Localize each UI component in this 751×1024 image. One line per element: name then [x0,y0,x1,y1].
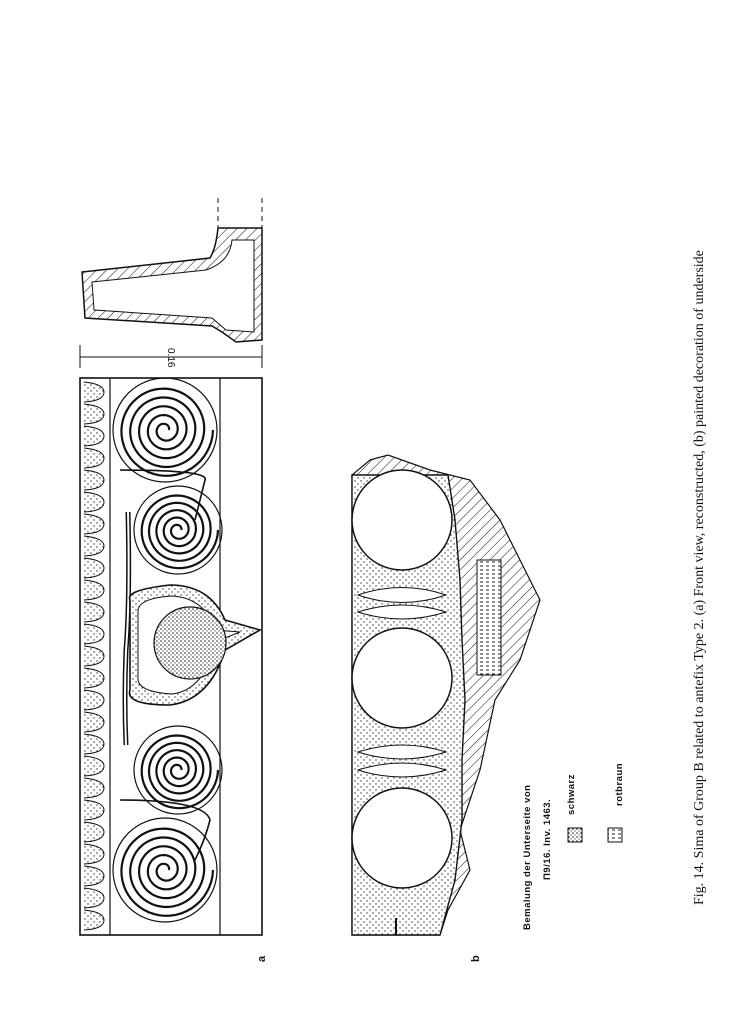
spiral-outline [112,817,218,923]
egg-motif [83,909,105,931]
egg-motif [83,513,105,535]
legend-line2: Π9/16. Inv. 1463. [542,798,553,880]
egg-motif [83,425,105,447]
egg-motif [83,755,105,777]
egg-motif [83,799,105,821]
egg-motif [83,623,105,645]
swatch-rotbraun [607,827,623,843]
legend-rotbraun-label: rotbraun [614,762,625,806]
spiral-volute [120,387,215,477]
swatch-schwarz [567,827,583,843]
egg-motif [83,821,105,843]
egg-motif [83,843,105,865]
egg-motif [83,447,105,469]
egg-motif [83,381,105,403]
underside-painting [351,454,541,936]
spiral-outline [133,725,223,815]
panel-b-label: b [470,955,482,962]
panel-a-label: a [256,955,268,962]
egg-motif [83,601,105,623]
legend-line1: Bemalung der Unterseite von [522,784,533,930]
spiral-outline [133,485,223,575]
egg-motif [83,645,105,667]
spiral-volute [120,827,215,917]
spiral-volute [140,494,220,570]
egg-motif [83,733,105,755]
dimension-line [79,345,263,368]
egg-motif [83,403,105,425]
dimension-label: 0.16 [165,348,176,368]
egg-motif [83,667,105,689]
egg-motif [83,689,105,711]
egg-motif [83,557,105,579]
egg-motif [83,579,105,601]
egg-motif [83,865,105,887]
egg-motif [83,887,105,909]
volute-spirals [112,377,223,923]
egg-and-dart-band [83,381,105,931]
sima-front-view [79,377,263,936]
egg-motif [83,535,105,557]
egg-motif [83,491,105,513]
egg-motif [83,777,105,799]
egg-motif [83,469,105,491]
legend-schwarz-label: schwarz [566,774,577,815]
figure-caption: Fig. 14. Sima of Group B related to ante… [692,250,707,905]
spiral-outline [112,377,218,483]
spiral-volute [140,734,220,810]
egg-motif [83,711,105,733]
profile-section [81,198,263,343]
